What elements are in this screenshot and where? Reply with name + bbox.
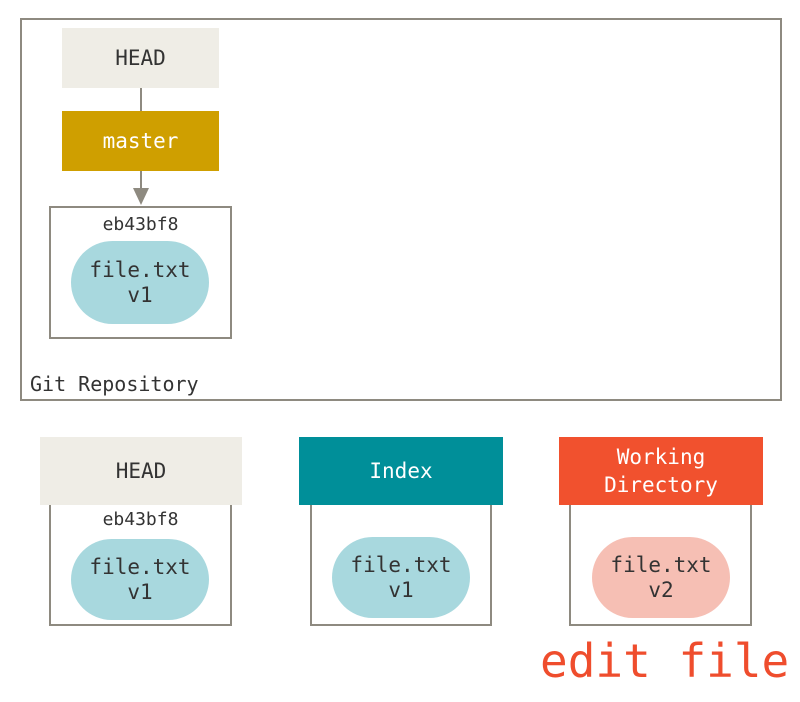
head-area-file-blob: file.txt v1 bbox=[71, 539, 209, 620]
edit-file-label: edit file bbox=[540, 634, 790, 688]
head-area-commit-id: eb43bf8 bbox=[102, 509, 179, 530]
git-repository-label: Git Repository bbox=[30, 372, 199, 396]
master-branch-ref: master bbox=[62, 111, 219, 171]
master-to-commit-arrowhead bbox=[133, 188, 149, 205]
repository-file-blob: file.txt v1 bbox=[71, 241, 209, 324]
index-area-file-blob: file.txt v1 bbox=[332, 537, 470, 618]
head-area-title: HEAD bbox=[40, 437, 242, 505]
repository-commit-id: eb43bf8 bbox=[102, 214, 179, 235]
working-directory-file-blob: file.txt v2 bbox=[592, 537, 730, 618]
index-area-title: Index bbox=[299, 437, 503, 505]
head-ref: HEAD bbox=[62, 28, 219, 88]
working-directory-title: Working Directory bbox=[559, 437, 763, 505]
git-repository-frame bbox=[20, 18, 782, 401]
